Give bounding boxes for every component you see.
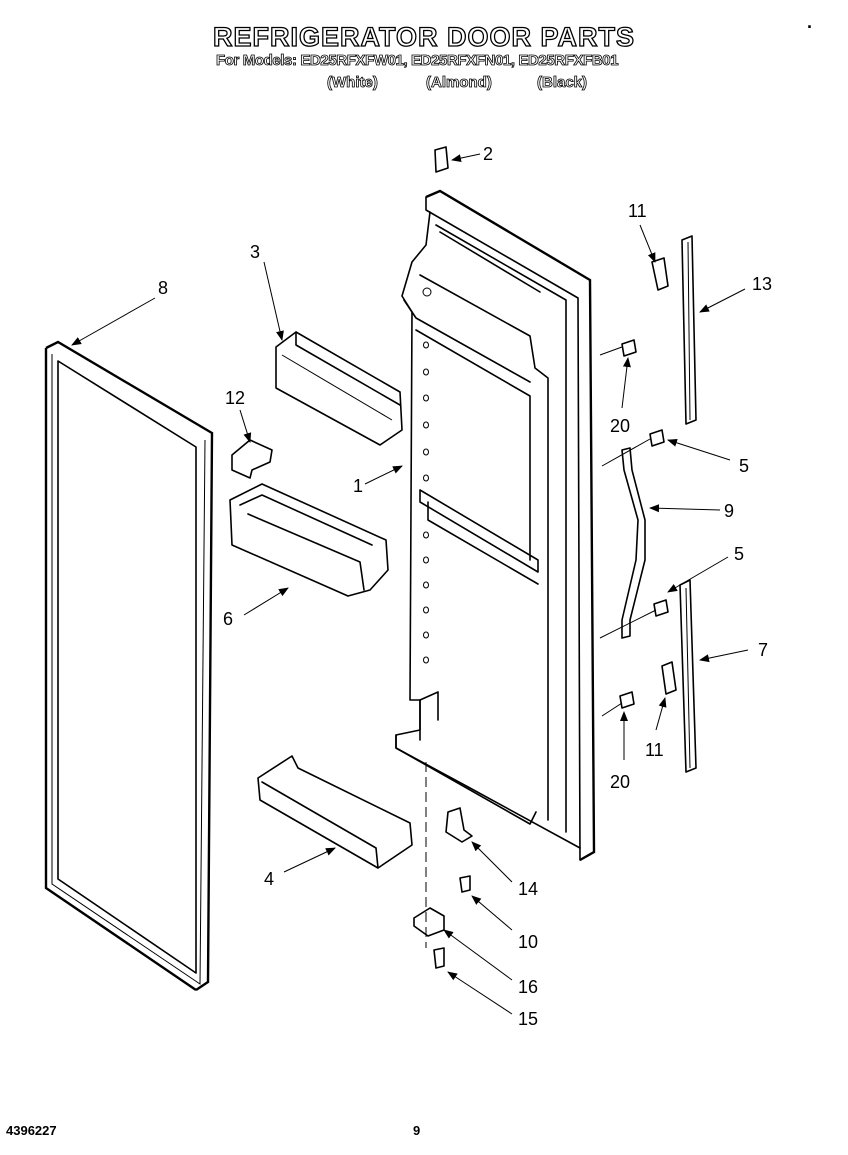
callout-15: 15 — [518, 1009, 538, 1029]
document-number: 4396227 — [6, 1123, 57, 1138]
variant-almond: (Almond) — [426, 74, 493, 92]
callout-20-bottom: 20 — [610, 772, 630, 792]
corner-mark: . — [807, 12, 813, 32]
callout-7: 7 — [758, 640, 768, 660]
door-clip-drawing — [231, 439, 273, 479]
callout-5-top: 5 — [739, 456, 749, 476]
callout-2: 2 — [483, 144, 493, 164]
door-liner-drawing — [395, 189, 596, 862]
callout-8: 8 — [158, 278, 168, 298]
page-title: REFRIGERATOR DOOR PARTS — [212, 21, 635, 52]
lower-bar-drawing — [257, 755, 413, 869]
door-handle-drawing — [621, 447, 646, 639]
callout-16: 16 — [518, 977, 538, 997]
models-line: For Models: ED25RFXFW01, ED25RFXFN01, ED… — [216, 52, 619, 70]
trim-strips-drawing — [679, 235, 697, 773]
callout-10: 10 — [518, 932, 538, 952]
callout-1: 1 — [353, 476, 363, 496]
callout-4: 4 — [264, 869, 274, 889]
variant-white: (White) — [327, 74, 379, 92]
callout-5-bottom: 5 — [734, 544, 744, 564]
page-number: 9 — [413, 1123, 421, 1138]
callout-13: 13 — [752, 274, 772, 294]
callout-11-bottom: 11 — [645, 740, 664, 760]
callout-12: 12 — [225, 388, 245, 408]
door-bin-drawing — [229, 483, 389, 597]
callout-3: 3 — [250, 242, 260, 262]
leader-lines — [71, 153, 749, 1015]
callout-11-top: 11 — [628, 201, 647, 221]
callout-20-top: 20 — [610, 416, 630, 436]
hardware-drawing — [413, 146, 677, 969]
callout-14: 14 — [518, 879, 538, 899]
callout-9: 9 — [724, 501, 734, 521]
variant-black: (Black) — [537, 74, 588, 92]
callout-6: 6 — [223, 609, 233, 629]
upper-shelf-drawing — [275, 331, 403, 446]
door-gasket-drawing — [44, 340, 214, 991]
